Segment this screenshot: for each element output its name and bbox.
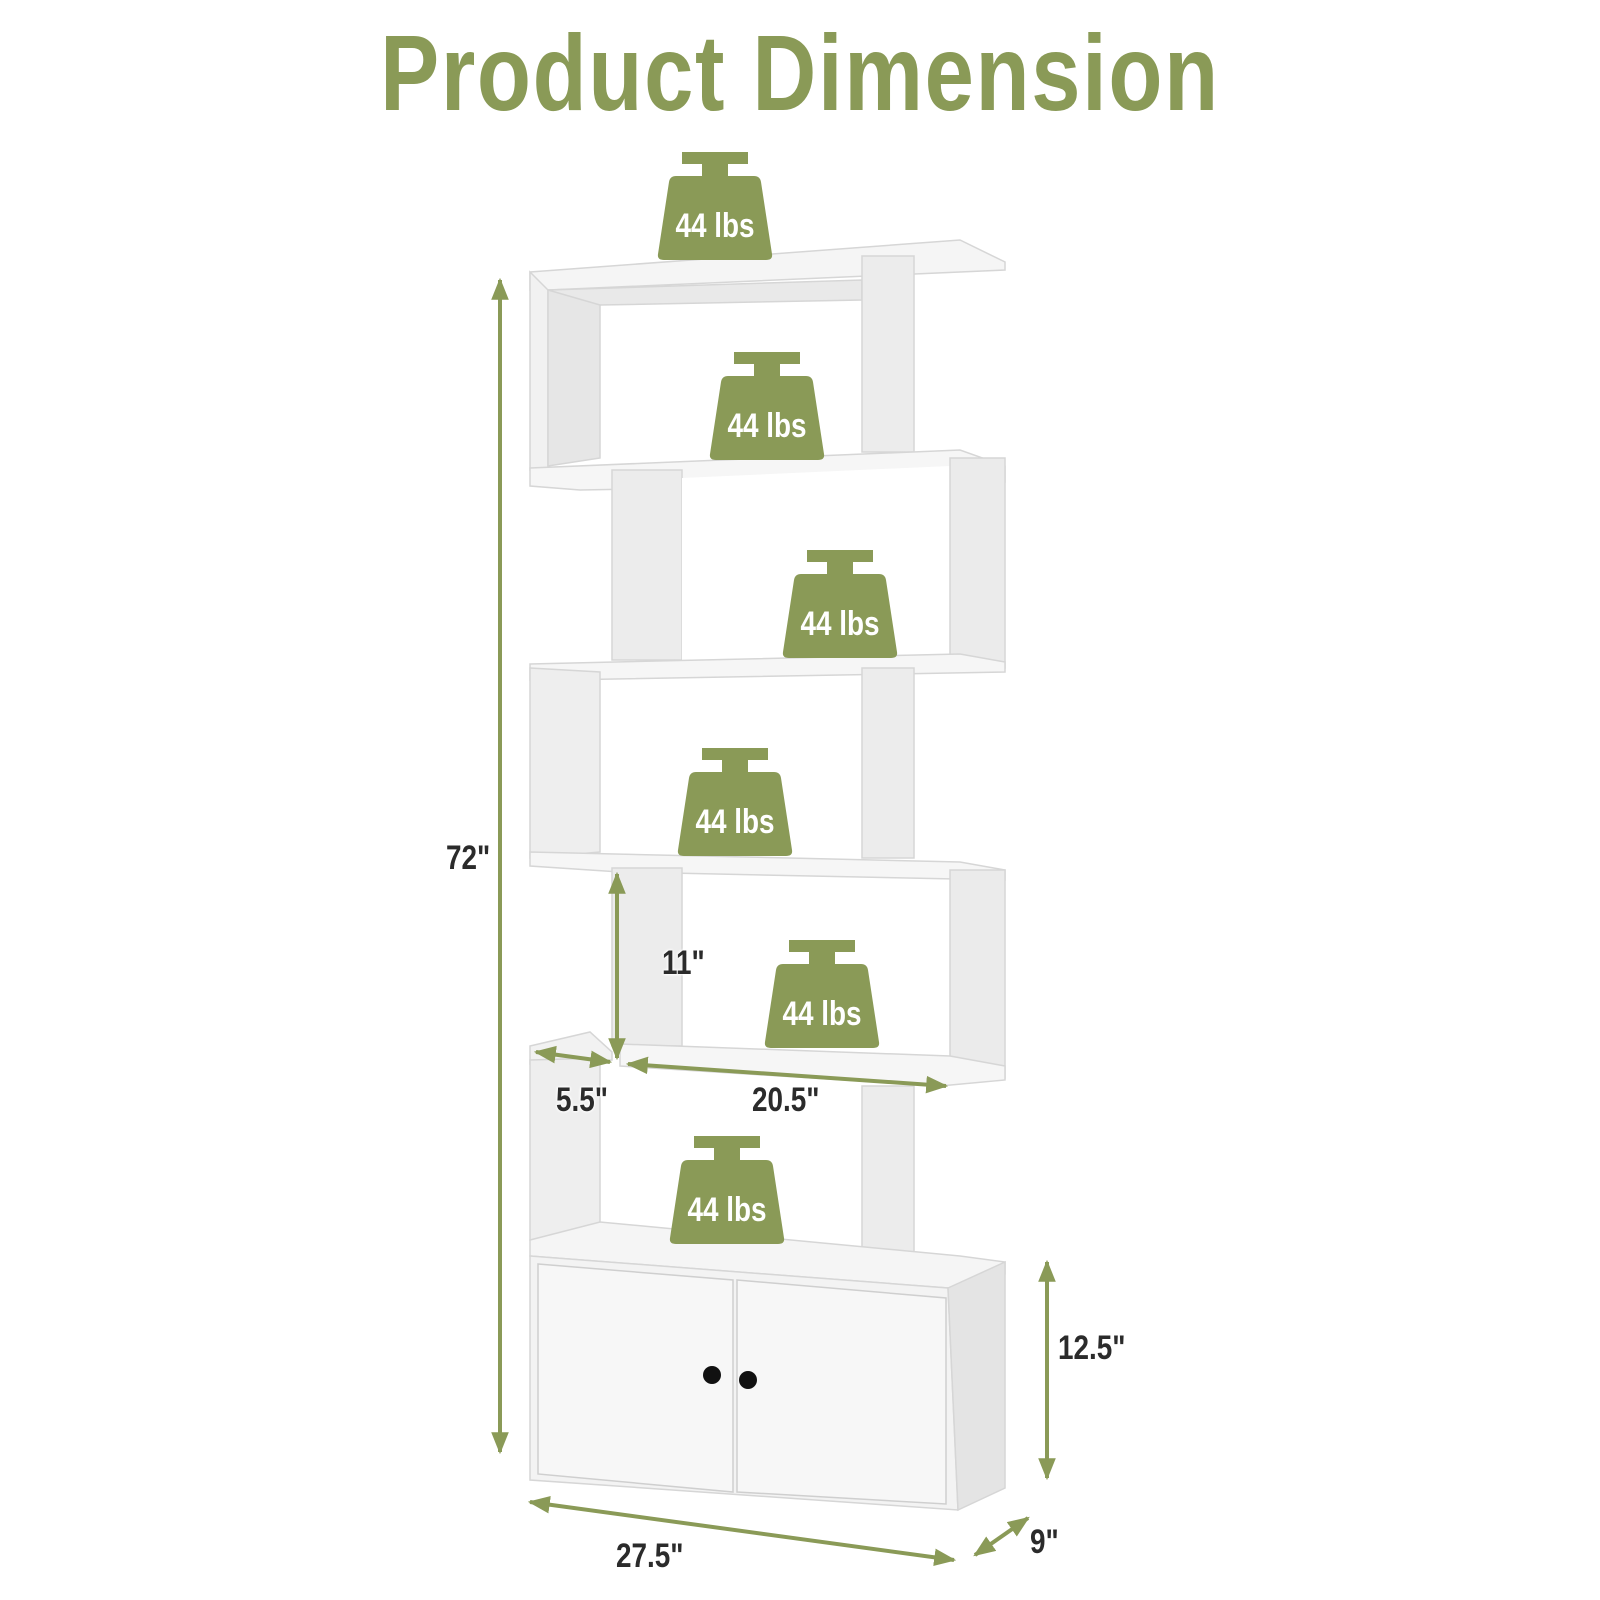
tier2-left-panel [611, 469, 683, 661]
tier5-divider [861, 1085, 915, 1277]
tier3-left-panel [529, 667, 601, 859]
weight-badge-shelf-2: 44 lbs [708, 350, 826, 462]
weight-badge-shelf-5: 44 lbs [763, 938, 881, 1050]
door-knob-left [703, 1366, 721, 1384]
door-knob-right [739, 1371, 757, 1389]
overall-height-label: 72" [446, 839, 491, 877]
weight-badge-shelf-1: 44 lbs [656, 150, 774, 262]
tier1-left-panel [529, 270, 549, 471]
cabinet-door-left [537, 1263, 734, 1493]
weight-icon [677, 748, 793, 856]
weight-icon [657, 152, 773, 260]
dimension-arrows [491, 277, 1056, 1567]
tier3-divider [861, 667, 915, 859]
bookshelf [529, 239, 1006, 1512]
cabinet-height-label: 12.5" [1058, 1329, 1126, 1367]
overall-width-label: 27.5" [616, 1537, 684, 1575]
weight-badge-shelf-6: 44 lbs [668, 1134, 786, 1246]
weight-icon [764, 940, 880, 1048]
depth-9-arrow [973, 1516, 1030, 1557]
weight-badge-shelf-3: 44 lbs [781, 548, 899, 660]
depth-5-5-arrow [533, 1045, 613, 1069]
shelf-opening-height-label: 11" [662, 944, 705, 982]
shelf-board-5 [619, 1043, 1006, 1087]
width-20-5-arrow [625, 1056, 949, 1094]
tier4-right-panel [949, 869, 1006, 1079]
cabinet-side [947, 1260, 1006, 1512]
shelf-board-3 [529, 653, 1006, 681]
width-27-5-arrow [527, 1495, 957, 1567]
tier1-divider [861, 255, 915, 453]
weight-badge-shelf-4: 44 lbs [676, 746, 794, 858]
weight-icon [669, 1136, 785, 1244]
shelf-width-label: 20.5" [752, 1081, 820, 1119]
tier2-right-panel [949, 457, 1006, 669]
cabinet-door-right [736, 1279, 947, 1505]
side-depth-label: 5.5" [556, 1081, 608, 1119]
depth-label: 9" [1030, 1523, 1059, 1561]
weight-icon [782, 550, 898, 658]
weight-icon [709, 352, 825, 460]
page-title: Product Dimension [380, 12, 1220, 133]
